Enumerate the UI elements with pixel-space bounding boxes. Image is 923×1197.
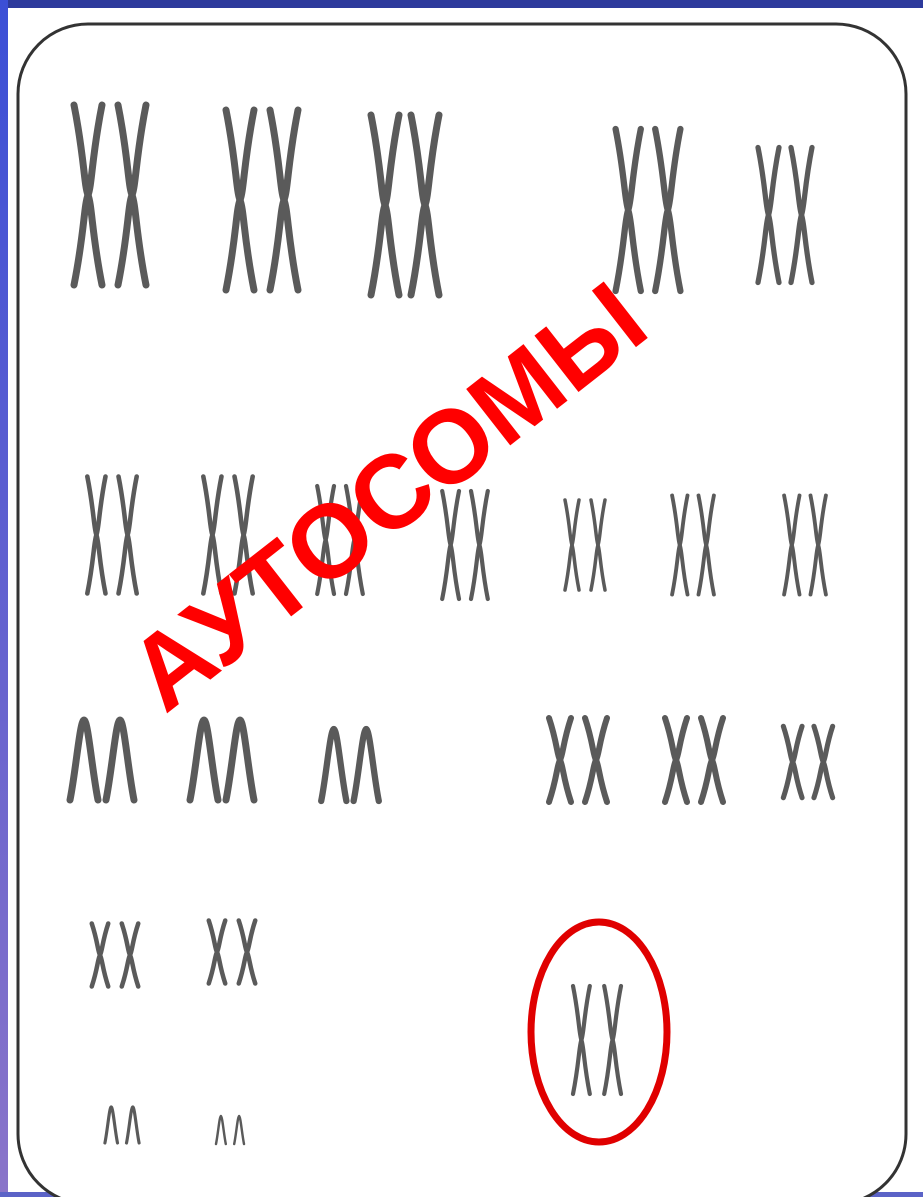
karyotype-diagram: АУТОСОМЫ (0, 0, 923, 1197)
slide-frame: АУТОСОМЫ (0, 0, 923, 1197)
